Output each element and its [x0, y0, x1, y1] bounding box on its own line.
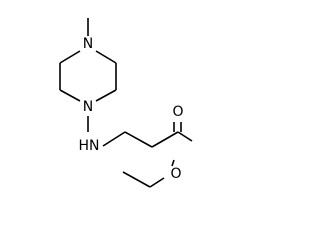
atom-n-top: N [83, 36, 93, 52]
bond-o-ester-down [171, 159, 175, 167]
bonds [59, 18, 193, 188]
bond-ethyl-ch2-ch3 [122, 171, 151, 188]
molecule-structure: N N HN O O [59, 18, 193, 188]
bond-ring-right-n-bottom [95, 89, 117, 102]
atom-labels: N N HN O O [79, 36, 184, 182]
atom-o-ester: O [170, 166, 181, 182]
atom-n-bottom: N [83, 99, 93, 115]
bond-nh-ch2 [102, 131, 126, 147]
bond-o-ethyl-ch2 [149, 177, 165, 188]
bond-ch2-carbonyl-c [151, 131, 179, 148]
atom-nh: HN [79, 138, 100, 154]
bond-ch2-ch2 [124, 131, 153, 148]
bond-n-bottom-ring-left [59, 89, 81, 102]
bond-ring-left-n-top [59, 50, 81, 64]
bond-carbonyl-o-ester [177, 131, 193, 142]
structure-canvas: N N HN O O [59, 18, 193, 188]
atom-o-carbonyl: O [172, 104, 183, 120]
bond-n-top-ring-right [95, 50, 117, 64]
